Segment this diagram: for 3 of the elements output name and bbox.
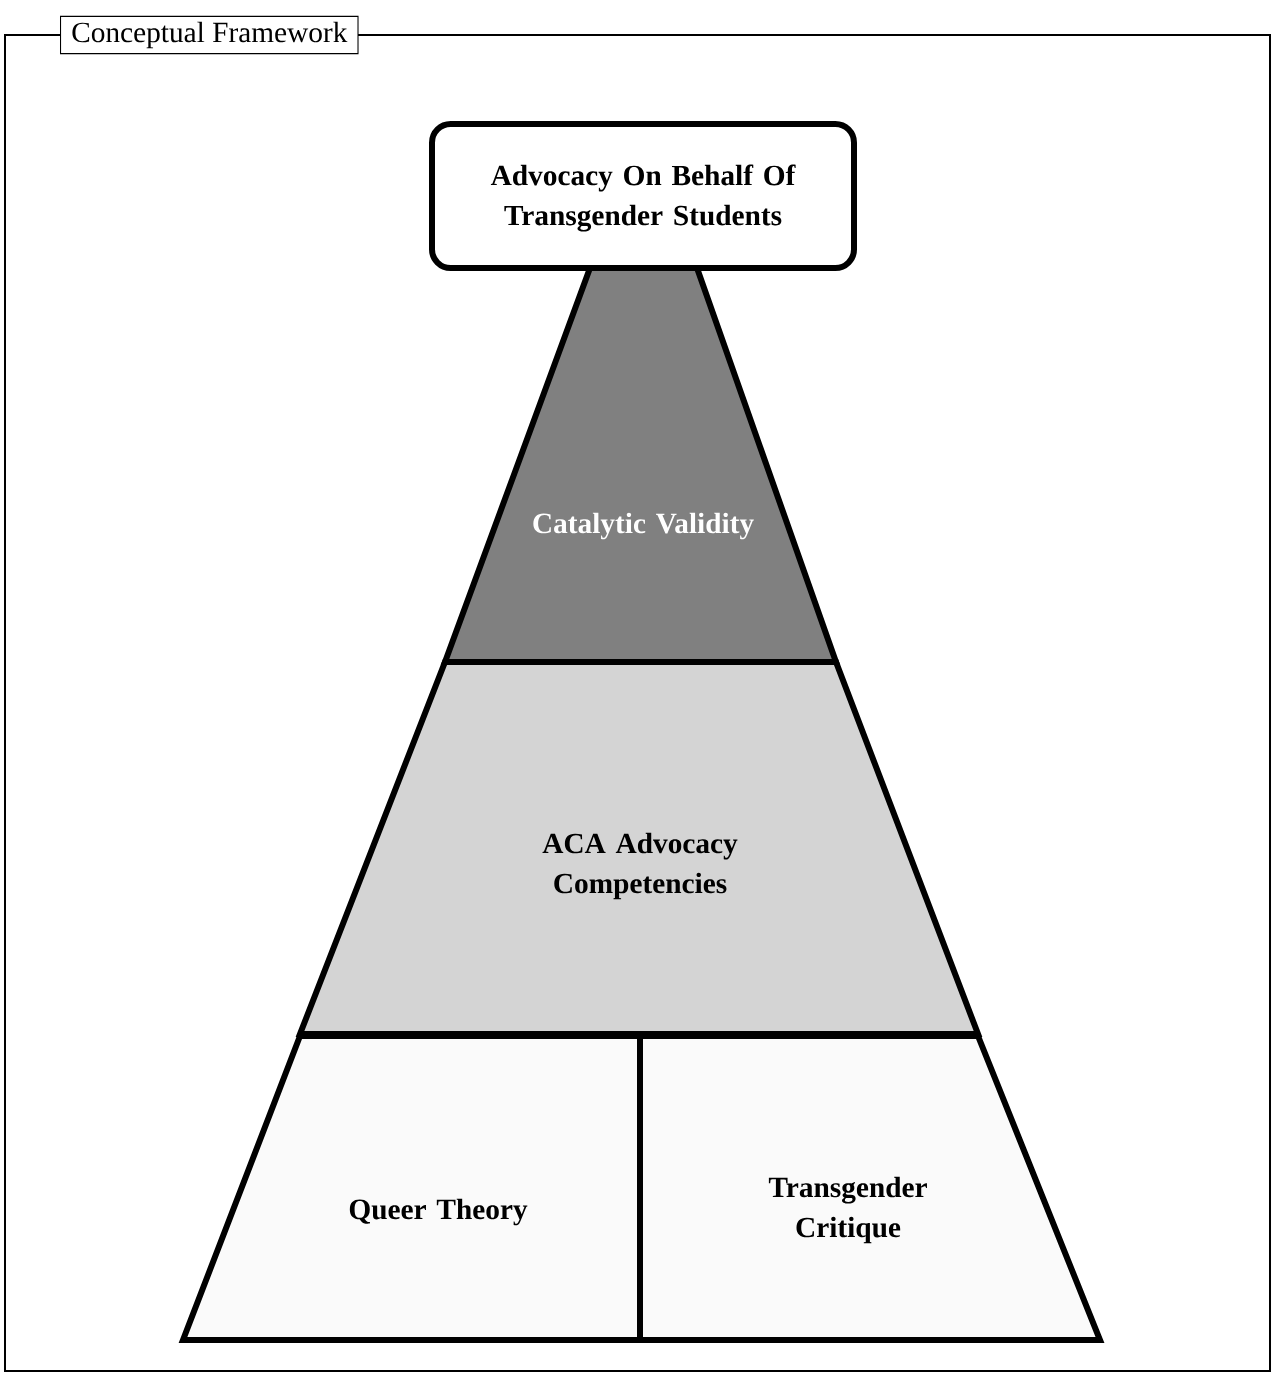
pyramid-section: Transgender Critique [637,1033,1105,1343]
title-tab: Conceptual Framework [60,15,359,55]
rounded-box: Advocacy On Behalf Of Transgender Students [429,121,857,271]
